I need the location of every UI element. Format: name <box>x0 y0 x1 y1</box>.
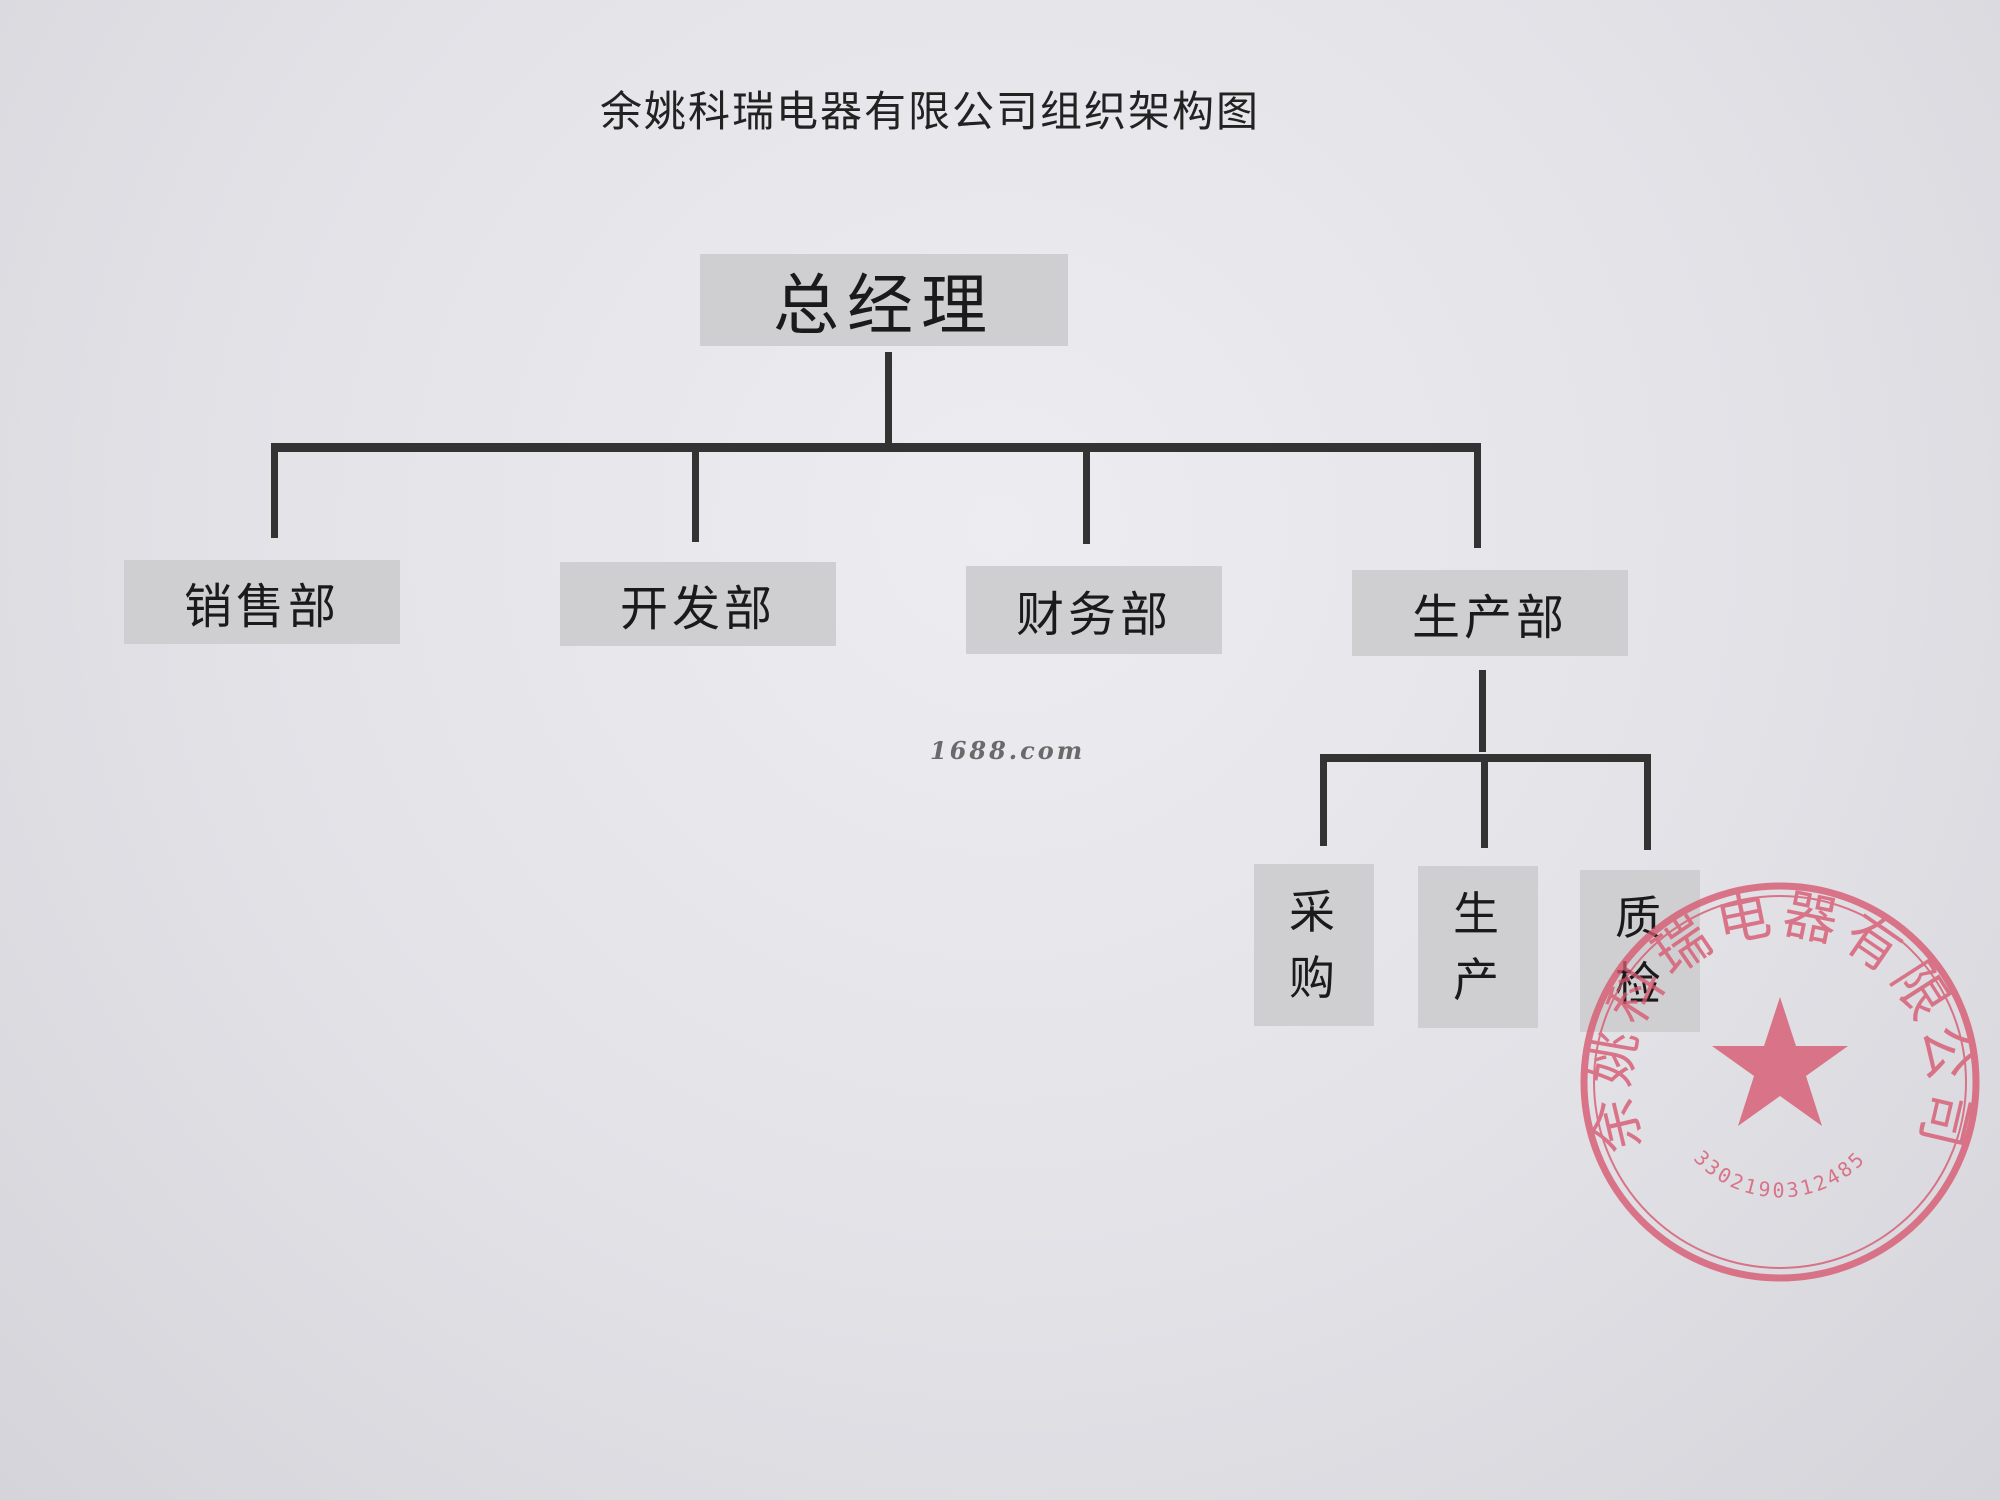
department-label: 财务部 <box>1015 587 1172 643</box>
connector-production <box>1474 448 1481 548</box>
seal-code-text: 3302190312485 <box>1689 1145 1870 1202</box>
connector-development <box>692 448 699 542</box>
connector-quality <box>1644 758 1651 850</box>
connector-main-horizontal <box>271 443 1481 452</box>
connector-gm-down <box>885 352 892 446</box>
department-label: 生产部 <box>1411 590 1568 646</box>
unit-label-line1: 生 <box>1453 887 1503 941</box>
department-box-production: 生产部 <box>1352 570 1628 656</box>
unit-label-line2: 产 <box>1453 953 1503 1007</box>
company-seal: 余姚科瑞电器有限公司 3302190312485 <box>1578 882 1980 1282</box>
connector-manufacturing <box>1481 758 1488 848</box>
connector-purchasing <box>1320 758 1327 846</box>
general-manager-box: 总经理 <box>700 254 1068 346</box>
connector-production-down <box>1479 670 1486 752</box>
chart-title: 余姚科瑞电器有限公司组织架构图 <box>600 87 1261 136</box>
unit-box-purchasing: 采 购 <box>1254 864 1374 1026</box>
unit-label-line2: 购 <box>1289 951 1339 1005</box>
connector-finance <box>1083 448 1090 544</box>
department-box-sales: 销售部 <box>124 560 400 644</box>
seal-outer-ring <box>1580 882 1980 1282</box>
department-box-finance: 财务部 <box>966 566 1222 654</box>
seal-inner-ring <box>1593 895 1967 1269</box>
unit-box-manufacturing: 生 产 <box>1418 866 1538 1028</box>
connector-sales <box>271 448 278 538</box>
department-label: 销售部 <box>183 579 340 635</box>
general-manager-label: 总经理 <box>773 267 995 344</box>
watermark-text: 1688.com <box>930 736 1086 765</box>
seal-star-icon <box>1712 997 1848 1126</box>
department-label: 开发部 <box>619 581 776 637</box>
unit-label-line1: 采 <box>1289 885 1339 939</box>
department-box-development: 开发部 <box>560 562 836 646</box>
